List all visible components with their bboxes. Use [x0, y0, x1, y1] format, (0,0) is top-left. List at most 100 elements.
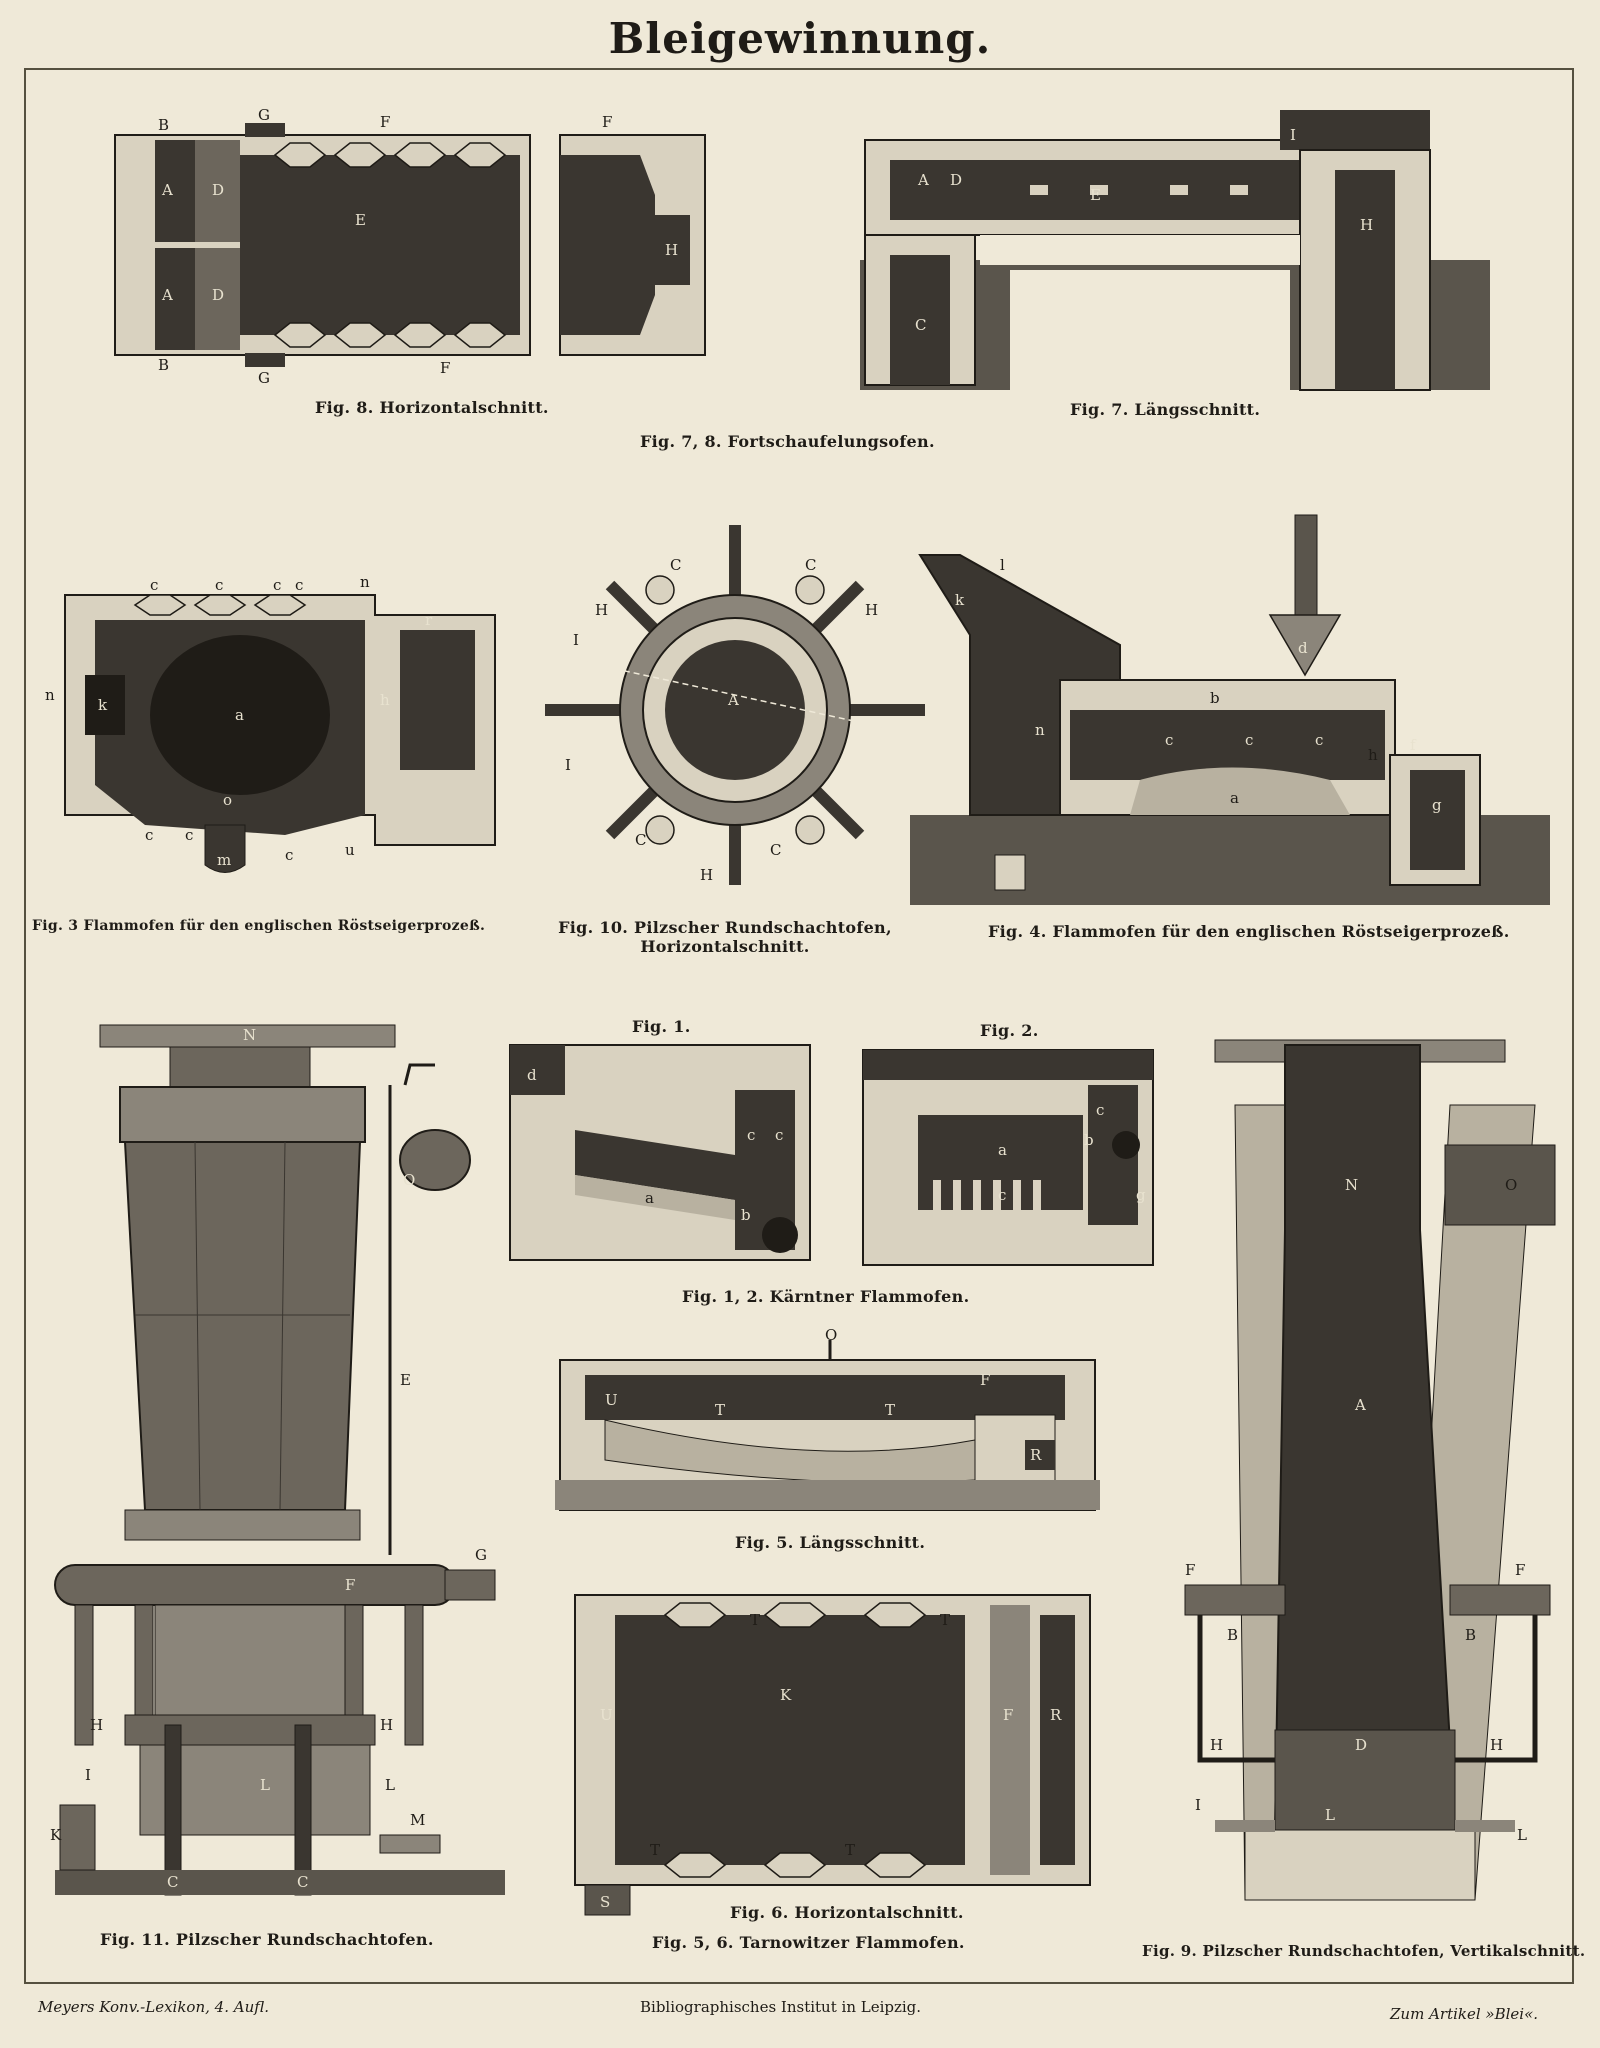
fig5-caption: Fig. 5. Längsschnitt. [735, 1533, 926, 1552]
fig8-label: H [665, 241, 678, 259]
fig1-label: c [775, 1126, 783, 1144]
fig4-label: d [1298, 639, 1308, 657]
fig7-label: E [1090, 186, 1101, 204]
fig3-label: c [285, 846, 293, 864]
fig4-label: c [1245, 731, 1253, 749]
fig8-label: B [158, 116, 169, 134]
fig6-label: R [1050, 1706, 1062, 1724]
fig3-diagram: c c c c n n k a r h o c c m c u [45, 573, 496, 873]
fig2-label: c [1096, 1101, 1104, 1119]
fig7-label: C [915, 316, 926, 334]
plate-title: Bleigewinnung. [608, 14, 992, 63]
fig6-label: T [750, 1611, 760, 1629]
fig5-label: U [605, 1391, 618, 1409]
fig3-label: h [380, 691, 390, 709]
fig11-label: H [90, 1716, 103, 1734]
fig12-caption: Fig. 1, 2. Kärntner Flammofen. [682, 1287, 970, 1306]
fig1-labels: d c c a b [527, 1066, 783, 1224]
fig3-label: u [345, 841, 355, 859]
fig8-label: F [602, 113, 612, 131]
fig6-label: T [845, 1841, 855, 1859]
fig9-label: I [1195, 1796, 1201, 1814]
fig11-diagram: N O E G F H H I L K L M C C [50, 1024, 505, 1896]
fig9-label: H [1490, 1736, 1503, 1754]
fig2-labels: a c c b g [998, 1101, 1146, 1204]
fig8-label: G [258, 369, 270, 387]
fig3-label: n [360, 573, 370, 591]
fig9-label: L [1517, 1826, 1527, 1844]
fig4-label: c [1315, 731, 1323, 749]
fig3-label: c [150, 576, 158, 594]
fig11-label: I [85, 1766, 91, 1784]
fig10-labels: C C H H I A I C C H [565, 556, 878, 884]
fig10-label: C [770, 841, 781, 859]
fig9-label: B [1227, 1626, 1238, 1644]
fig10-diagram: C C H H I A I C C H [545, 525, 925, 885]
fig78-caption: Fig. 7, 8. Fortschaufelungsofen. [640, 432, 935, 451]
fig2-label: c [998, 1186, 1006, 1204]
fig11-label: N [243, 1026, 256, 1044]
fig3-label: c [215, 576, 223, 594]
fig9-label: N [1345, 1176, 1358, 1194]
fig9-diagram: N O A F F B B H H D I L L [1184, 1039, 1556, 1901]
fig5-label: O [825, 1326, 837, 1344]
fig9-label: H [1210, 1736, 1223, 1754]
fig8-label: F [380, 113, 390, 131]
fig4-label: c [1165, 731, 1173, 749]
fig11-label: H [380, 1716, 393, 1734]
fig10-label: H [700, 866, 713, 884]
fig10-label: A [727, 691, 739, 709]
fig7-labels: I A D E H C [915, 126, 1373, 334]
fig3-labels: c c c c n n k a r h o c c m c u [45, 573, 433, 869]
fig11-label: C [297, 1873, 308, 1891]
fig8-label: D [212, 181, 224, 199]
fig4-label: f [1410, 736, 1417, 754]
fig10-caption-line1: Fig. 10. Pilzscher Rundschachtofen, [558, 918, 892, 937]
fig5-label: T [885, 1401, 895, 1419]
fig7-label: D [950, 171, 962, 189]
fig6-label: K [780, 1686, 792, 1704]
fig7-diagram: I A D E H C [860, 110, 1490, 391]
fig4-label: b [1210, 689, 1220, 707]
fig1-label: a [645, 1189, 654, 1207]
fig11-label: G [475, 1546, 487, 1564]
fig9-caption: Fig. 9. Pilzscher Rundschachtofen, Verti… [1142, 1942, 1586, 1960]
fig5-diagram: O U T T F R [555, 1326, 1100, 1511]
fig8-label: D [212, 286, 224, 304]
fig4-label: n [1035, 721, 1045, 739]
fig3-caption: Fig. 3 Flammofen für den englischen Röst… [32, 918, 486, 934]
fig4-caption: Fig. 4. Flammofen für den englischen Rös… [988, 922, 1510, 941]
fig1-diagram: d c c a b [509, 1044, 811, 1261]
fig3-label: n [45, 686, 55, 704]
fig56-caption: Fig. 5, 6. Tarnowitzer Flammofen. [652, 1933, 965, 1952]
fig7-caption: Fig. 7. Längsschnitt. [1070, 400, 1261, 419]
fig11-label: M [410, 1811, 425, 1829]
fig8-label: E [355, 211, 366, 229]
fig2-label: b [1084, 1131, 1094, 1149]
footer-left: Meyers Konv.-Lexikon, 4. Aufl. [38, 1998, 270, 2016]
fig4-label: k [955, 591, 965, 609]
fig10-caption: Fig. 10. Pilzscher Rundschachtofen, Hori… [555, 918, 895, 956]
fig7-label: H [1360, 216, 1373, 234]
fig4-label: g [1432, 796, 1442, 814]
fig7-label: A [917, 171, 929, 189]
fig5-label: F [980, 1371, 990, 1389]
fig9-label: O [1505, 1176, 1517, 1194]
fig11-label: F [345, 1576, 355, 1594]
fig10-label: C [670, 556, 681, 574]
fig3-label: r [425, 611, 433, 629]
fig1-label-caption: Fig. 1. [632, 1017, 691, 1036]
fig1-label: b [741, 1206, 751, 1224]
fig9-label: B [1465, 1626, 1476, 1644]
footer-right: Zum Artikel »Blei«. [1390, 2005, 1539, 2023]
fig3-label: k [98, 696, 108, 714]
fig6-label: T [940, 1611, 950, 1629]
fig4-label: a [1230, 789, 1239, 807]
fig10-label: H [595, 601, 608, 619]
fig4-labels: l k d b n c c c a h f g [955, 556, 1442, 814]
fig10-label: C [805, 556, 816, 574]
fig8-label: A [161, 286, 173, 304]
fig6-labels: T T U K F R T T S [600, 1611, 1062, 1911]
fig10-label: C [635, 831, 646, 849]
fig3-label: o [223, 791, 232, 809]
